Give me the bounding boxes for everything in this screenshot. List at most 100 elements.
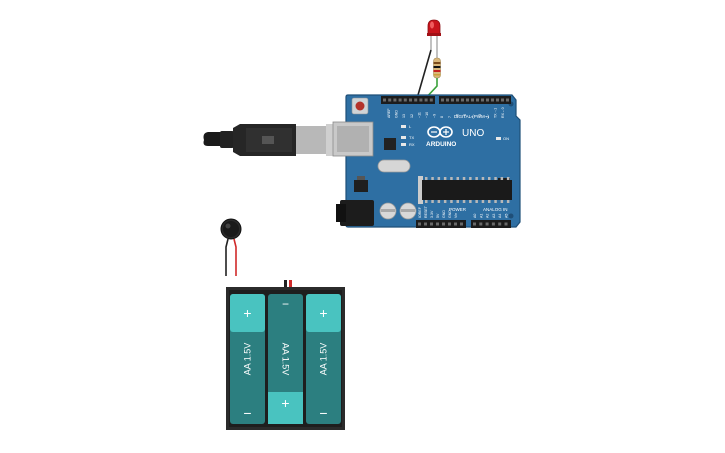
pin-label: 5V (436, 213, 440, 218)
header-pin[interactable] (451, 98, 454, 102)
cell-top-terminal: + (243, 305, 251, 321)
power-header-label: POWER (449, 207, 467, 212)
header-pin[interactable] (454, 222, 457, 226)
header-pin[interactable] (429, 98, 433, 102)
header-pin[interactable] (476, 98, 479, 102)
pin-label: ~10 (425, 112, 429, 118)
header-pin[interactable] (481, 98, 484, 102)
cell-bottom-terminal: − (319, 405, 327, 421)
aa-battery-cell[interactable]: −+AA 1.5V (268, 294, 303, 424)
digital-header-label: DIGITAL (PWM~) (454, 114, 489, 119)
pin-label: 8 (440, 116, 444, 118)
header-pin[interactable] (441, 98, 444, 102)
pin-label: GND (395, 110, 399, 118)
header-pin[interactable] (504, 222, 508, 226)
pin-label: 13 (402, 114, 406, 118)
battery-holder[interactable]: +−AA 1.5V−+AA 1.5V+−AA 1.5V (226, 280, 345, 430)
pin-label: RX←0 (501, 107, 505, 118)
pin-label: A2 (486, 214, 490, 218)
pin-label: ~11 (417, 112, 421, 118)
led-component[interactable] (427, 19, 441, 58)
on-led (496, 137, 501, 140)
header-pin[interactable] (485, 222, 489, 226)
header-pin[interactable] (498, 222, 502, 226)
pin-label: RESET (424, 205, 428, 218)
analog-header-label: ANALOG IN (483, 207, 508, 212)
tx-led (401, 136, 406, 139)
cell-voltage-label: AA 1.5V (281, 343, 291, 376)
pin-label: Vin (454, 213, 458, 218)
l-led (401, 125, 406, 128)
l-label: L (409, 124, 412, 129)
pin-label: A1 (479, 214, 483, 218)
power-jack (340, 200, 374, 226)
wire-red-motor[interactable] (233, 238, 237, 276)
wire-black-led[interactable] (415, 49, 432, 103)
pin-label: A3 (492, 214, 496, 218)
header-pin[interactable] (442, 222, 445, 226)
header-pin[interactable] (501, 98, 504, 102)
header-pin[interactable] (466, 98, 469, 102)
header-pin[interactable] (398, 98, 402, 102)
vibration-motor[interactable] (220, 218, 242, 240)
brand-label: ARDUINO (426, 141, 456, 148)
atmega-chip (418, 176, 512, 204)
on-label: ON (503, 136, 509, 141)
model-label: UNO (462, 128, 484, 139)
header-pin[interactable] (471, 98, 474, 102)
header-pin[interactable] (491, 98, 494, 102)
usb-cable[interactable] (203, 124, 371, 156)
pin-label: 2 (486, 116, 490, 118)
resistor-component[interactable] (433, 57, 441, 79)
header-pin[interactable] (403, 98, 407, 102)
header-pin[interactable] (388, 98, 392, 102)
pin-label: AREF (387, 108, 391, 118)
reset-button[interactable] (351, 97, 369, 115)
analog-header (471, 220, 511, 228)
header-pin[interactable] (430, 222, 433, 226)
header-pin[interactable] (479, 222, 483, 226)
usb-symbol-icon (262, 136, 274, 144)
header-pin[interactable] (491, 222, 495, 226)
aa-battery-cell[interactable]: +−AA 1.5V (306, 294, 341, 424)
header-pin[interactable] (461, 98, 464, 102)
header-pin[interactable] (436, 222, 439, 226)
header-pin[interactable] (414, 98, 418, 102)
rx-led (401, 143, 406, 146)
arduino-logo-icon (427, 126, 453, 138)
header-pin[interactable] (448, 222, 451, 226)
pin-label: 4 (471, 116, 475, 118)
pin-label: GND (442, 210, 446, 218)
crystal-oscillator (377, 159, 411, 173)
pin-label: 3.3V (430, 210, 434, 218)
header-pin[interactable] (506, 98, 509, 102)
pin-label: ~5 (463, 114, 467, 118)
header-pin[interactable] (446, 98, 449, 102)
header-pin[interactable] (419, 98, 423, 102)
header-pin[interactable] (496, 98, 499, 102)
header-pin[interactable] (418, 222, 421, 226)
header-pin[interactable] (424, 222, 427, 226)
wire-black-motor[interactable] (225, 238, 229, 276)
cell-top-terminal: − (282, 297, 289, 311)
digital-header-left (381, 96, 435, 104)
header-pin[interactable] (393, 98, 397, 102)
pin-label: 7 (448, 116, 452, 118)
cell-voltage-label: AA 1.5V (319, 343, 329, 376)
header-pin[interactable] (409, 98, 412, 102)
header-pin[interactable] (456, 98, 459, 102)
header-pin[interactable] (383, 98, 386, 102)
header-pin[interactable] (424, 98, 428, 102)
aa-battery-cell[interactable]: +−AA 1.5V (230, 294, 265, 424)
rx-label: RX (409, 142, 415, 147)
pin-label: ~3 (478, 114, 482, 118)
cell-voltage-label: AA 1.5V (243, 343, 253, 376)
pin-label: TX→1 (493, 108, 497, 118)
header-pin[interactable] (486, 98, 489, 102)
pin-label: GND (448, 210, 452, 218)
header-pin[interactable] (473, 222, 476, 226)
header-pin[interactable] (460, 222, 463, 226)
pin-label: A5 (505, 214, 509, 218)
